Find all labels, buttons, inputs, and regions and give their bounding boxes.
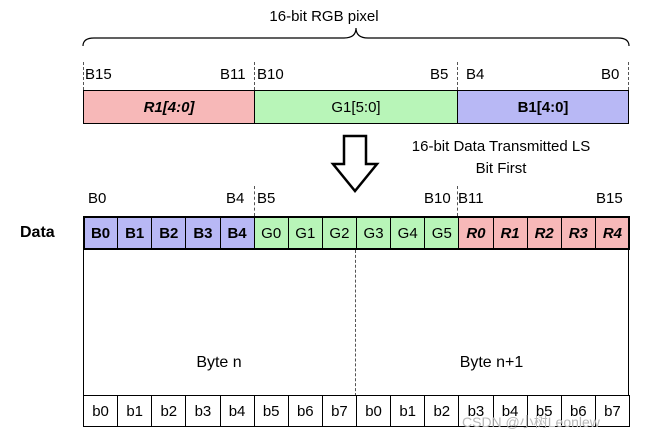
watermark: CSDN @小树Leonlew	[462, 414, 600, 430]
guide-line	[254, 62, 255, 90]
data-bit-label-b15: B15	[596, 190, 623, 207]
byte-bit-cell: b3	[458, 395, 494, 427]
data-cell-r3: R3	[560, 216, 596, 250]
data-cell-b1: B1	[117, 216, 153, 250]
pixel-bit-label-b4: B4	[466, 66, 485, 83]
data-cell-r1: R1	[492, 216, 528, 250]
byte-bit-cell: b7	[321, 395, 357, 427]
down-arrow-icon	[330, 134, 380, 193]
byte-bit-cell: b6	[287, 395, 323, 427]
data-cell-b3: B3	[185, 216, 221, 250]
pixel-bit-label-b10: B10	[257, 66, 284, 83]
data-cell-g5: G5	[424, 216, 460, 250]
data-row-label: Data	[20, 224, 55, 241]
pixel-brace	[82, 27, 630, 47]
byte-bit-cell: b0	[356, 395, 392, 427]
data-cell-r2: R2	[526, 216, 562, 250]
byte-bit-cell: b5	[253, 395, 289, 427]
pixel-bit-label-b15: B15	[85, 66, 112, 83]
data-cell-r0: R0	[458, 216, 494, 250]
pixel-bit-label-b0: B0	[601, 66, 620, 83]
byte-bit-cell: b0	[83, 395, 119, 427]
pixel-bit-label-b11: B11	[220, 66, 246, 83]
diagram-title: 16-bit RGB pixel	[269, 8, 379, 25]
data-bit-label-b5: B5	[257, 190, 276, 207]
pixel-segment-green: G1[5:0]	[254, 90, 458, 124]
transmit-note-line1: 16-bit Data Transmitted LS	[411, 138, 591, 155]
byte-bit-cell: b2	[151, 395, 187, 427]
data-bit-label-b4: B4	[226, 190, 245, 207]
byte-bit-cell: b4	[492, 395, 528, 427]
byte-bit-cell: b1	[117, 395, 153, 427]
byte-bit-cell: b1	[390, 395, 426, 427]
guide-line	[628, 62, 629, 90]
guide-line	[457, 186, 458, 216]
data-cell-g1: G1	[287, 216, 323, 250]
byte-bit-cell: b5	[526, 395, 562, 427]
guide-line	[254, 186, 255, 216]
byte-bit-cell: b7	[594, 395, 630, 427]
data-bit-label-b10: B10	[424, 190, 451, 207]
data-cell-r4: R4	[594, 216, 630, 250]
data-cell-g4: G4	[390, 216, 426, 250]
frame-line-left	[83, 216, 84, 396]
pixel-segment-blue: B1[4:0]	[457, 90, 629, 124]
byte-label-n: Byte n	[196, 354, 242, 371]
byte-bit-cell: b4	[219, 395, 255, 427]
byte-bit-cell: b3	[185, 395, 221, 427]
pixel-segment-red: R1[4:0]	[83, 90, 255, 124]
transmit-note-line2: Bit First	[475, 160, 527, 177]
frame-line-right	[628, 216, 629, 396]
byte-bit-cell: b6	[560, 395, 596, 427]
guide-line	[457, 62, 458, 90]
data-bit-label-b0: B0	[88, 190, 107, 207]
data-cell-b0: B0	[83, 216, 119, 250]
pixel-bit-label-b5: B5	[430, 66, 449, 83]
byte-bit-cell: b2	[424, 395, 460, 427]
data-cell-b2: B2	[151, 216, 187, 250]
data-bit-label-b11: B11	[458, 190, 484, 207]
data-cell-b4: B4	[219, 216, 255, 250]
data-cell-g2: G2	[321, 216, 357, 250]
data-cell-g3: G3	[356, 216, 392, 250]
guide-line	[83, 62, 84, 90]
byte-divider	[355, 250, 356, 396]
data-cell-g0: G0	[253, 216, 289, 250]
byte-label-n-plus-1: Byte n+1	[459, 354, 524, 371]
